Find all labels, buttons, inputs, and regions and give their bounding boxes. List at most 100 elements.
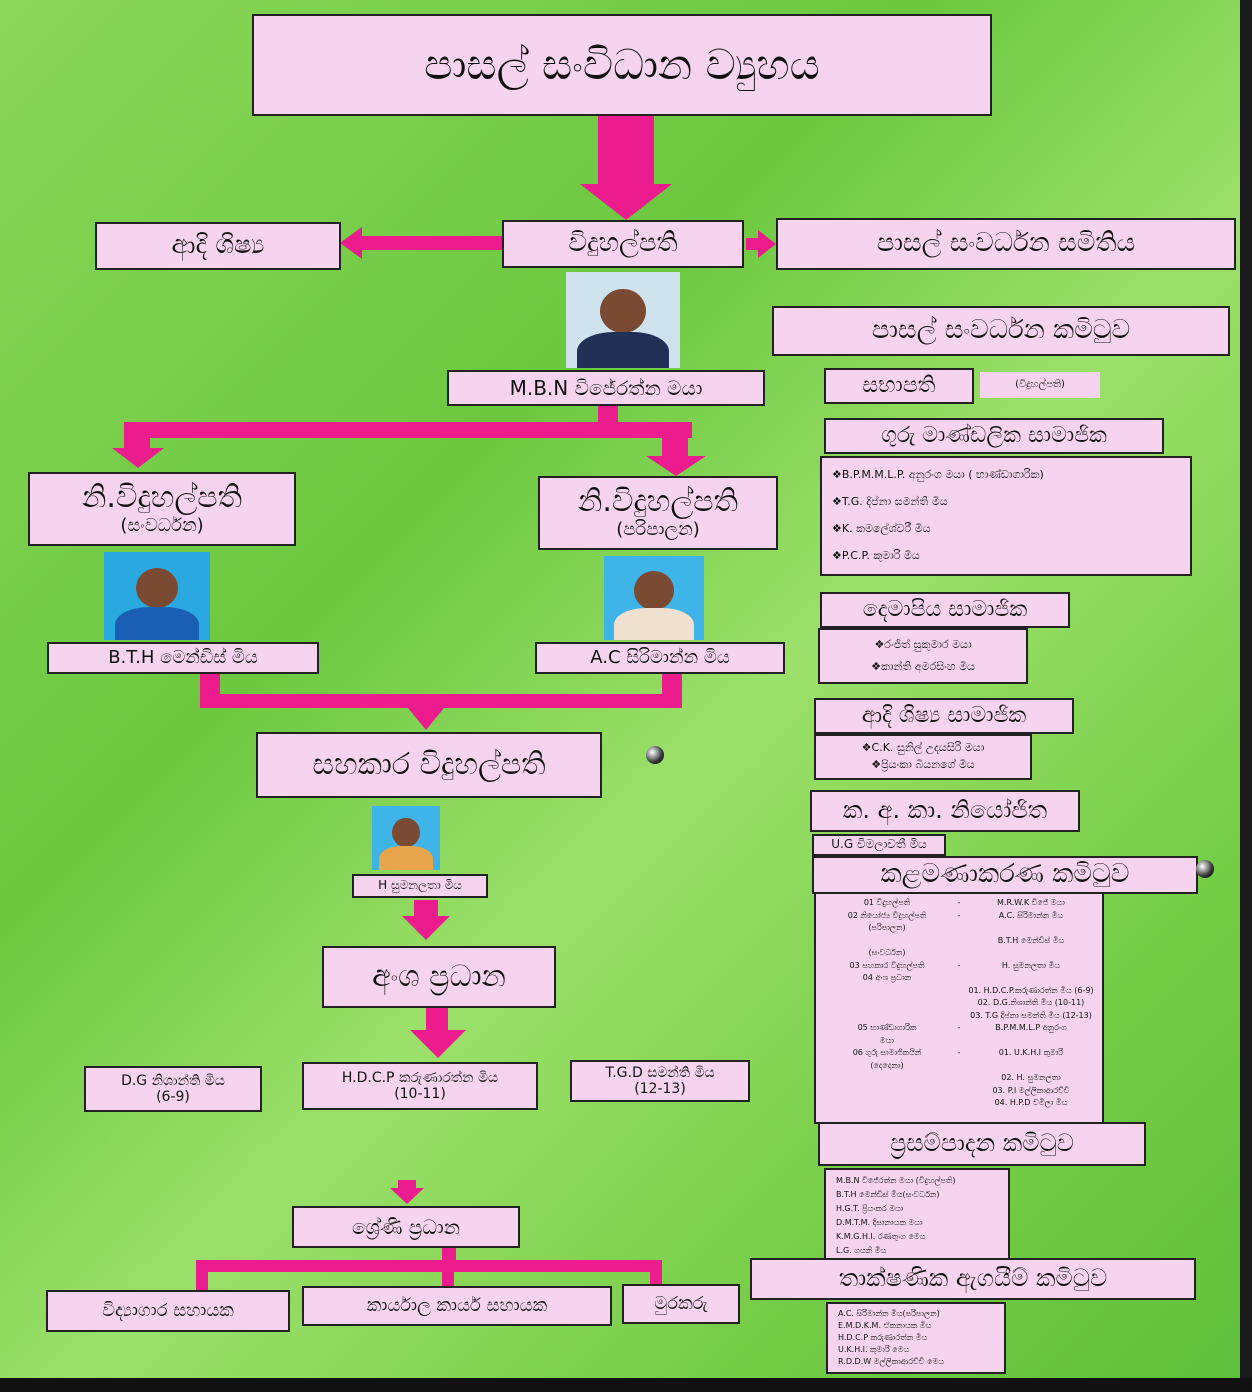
principal-name: M.B.N විජේරත්න මයා (447, 370, 765, 406)
management-row: 04. H.P.D චමිලා මිය (822, 1098, 1096, 1111)
management-row: 06 ගුරු සාමාජිකයින්-01. U.K.H.I කුමාරි (822, 1048, 1096, 1061)
arrow-head (340, 227, 362, 259)
management-row: 02. H. සුමනලතා (822, 1073, 1096, 1086)
connector (398, 1180, 416, 1190)
management-cell (952, 923, 966, 936)
management-cell: - (957, 910, 961, 920)
committee-member: L.G. ගයනි මිය (836, 1246, 887, 1256)
technical-committee-list: A.C. සිරිමාන්න මිය(පරිපාලන) E.M.D.K.M. ඒක… (826, 1302, 1006, 1374)
management-row: 05 භාණ්ඩාගාරික-B.P.M.M.L.P අනුරංග (822, 1023, 1096, 1036)
management-cell (966, 923, 1096, 936)
section-heads-box: අංශ ප්‍රධාන (322, 946, 556, 1008)
arrow-head (758, 230, 776, 258)
deputy-development-box: නි.විදුහල්පති (සංවර්ධන) (28, 472, 296, 546)
management-cell: B.T.H මෙන්ඩිස් මිය (997, 935, 1065, 945)
alumni-members-list: ❖C.K. සුනිල් උදයසිරි මයා ❖ප්‍රියංකා බියන… (814, 734, 1032, 780)
teacher-members-list: ❖B.P.M.M.L.P. අනුරංග මයා ( භාණ්ඩාගාරික) … (820, 456, 1192, 576)
connector (196, 1260, 208, 1290)
connector (442, 1248, 456, 1262)
deputy-development-name: B.T.H මෙන්ඩිස් මිය (47, 642, 319, 674)
deputy-subtitle: (පරිපාලන) (616, 518, 700, 540)
management-cell: 02 නියෝජ්‍ය විදුහල්පති (847, 910, 927, 920)
management-cell: 01. U.K.H.I කුමාරි (998, 1048, 1064, 1057)
management-cell (952, 998, 966, 1011)
management-row: 02 නියෝජ්‍ය විදුහල්පති-A.C. සිරිමාන්න මි… (822, 911, 1096, 924)
staff-lab-assistant: විද්‍යාගාර සහායක (46, 1290, 290, 1332)
management-cell: 02. D.G.නිශාන්ති මිය (10-11) (977, 998, 1085, 1007)
section-head-name: T.G.D සමන්ති මිය (605, 1064, 715, 1081)
management-row: (පරිපාලන) (822, 923, 1096, 936)
deputy-title: නි.විදුහල්පති (82, 480, 242, 516)
chair-label: සභාපති (824, 368, 974, 404)
management-cell: - (957, 960, 961, 970)
connector (650, 1260, 662, 1284)
management-committee-title: කළමණාකරණ කමිටුව (812, 856, 1198, 894)
management-cell: - (957, 1023, 961, 1032)
management-cell (952, 1011, 966, 1024)
management-cell: - (957, 898, 961, 907)
zonal-rep-name: U.G විමලාවතී මිය (812, 834, 946, 856)
management-cell (822, 1098, 952, 1111)
section-head-name: D.G නිශාන්ති මිය (121, 1072, 225, 1089)
connector-horizontal (196, 1260, 662, 1272)
arrow-head (402, 916, 450, 940)
connector (426, 1008, 448, 1032)
deputy-development-photo (104, 552, 210, 640)
committee-member: U.K.H.I. කුමාරි මෙය (838, 1345, 910, 1355)
management-cell (952, 973, 966, 986)
management-cell: M.R.W.K විජේ මයා (997, 898, 1065, 907)
pushpin (646, 746, 664, 764)
committee-member: D.M.T.M. දිසානායක මයා (836, 1218, 923, 1228)
committee-member: B.T.H මෙන්ඩිස් මිය(සංවර්ධන) (836, 1190, 940, 1200)
management-cell: 03. T.G දිප්නා සමන්ති මිය (12-13) (970, 1010, 1092, 1020)
management-cell (822, 986, 952, 999)
management-cell: 06 ගුරු සාමාජිකයින් (852, 1048, 922, 1057)
management-cell (822, 1073, 952, 1086)
committee-member: E.M.D.K.M. ඒකනායක මිය (838, 1321, 932, 1331)
arrow-head (408, 708, 444, 730)
staff-watcher: මුරකරු (622, 1284, 740, 1324)
arrow-head (646, 456, 706, 476)
management-cell: 02. H. සුමනලතා (1001, 1073, 1061, 1082)
management-cell (966, 1061, 1096, 1074)
committee-member: H.D.C.P කරුණාරත්න මිය (838, 1333, 928, 1343)
member-item: ❖T.G. දිප්නා සමන්ති මිය (832, 495, 948, 509)
arrow-head (112, 448, 164, 468)
management-row: 02. D.G.නිශාන්ති මිය (10-11) (822, 998, 1096, 1011)
principal-box: විදුහල්පති (502, 220, 744, 268)
management-cell: 01 විදුහල්පති (863, 898, 911, 907)
management-cell (952, 948, 966, 961)
committee-member: A.C. සිරිමාන්න මිය(පරිපාලන) (838, 1309, 940, 1319)
sdc-committee-title: පාසල් සංවර්ධන කමිටුව (772, 306, 1230, 356)
committee-member: M.B.N විජේරත්න මයා (විදුහල්පති) (836, 1176, 956, 1186)
committee-member: H.G.T. ප්‍රියංකර මයා (836, 1204, 904, 1214)
management-row: (සංවර්ධන) (822, 948, 1096, 961)
connector (662, 422, 688, 458)
management-cell (966, 973, 1096, 986)
member-item: ❖කාන්ති අමරසිංහ මිය (871, 659, 975, 673)
deputy-admin-box: නි.විදුහල්පති (පරිපාලන) (538, 476, 778, 550)
management-cell: (පරිපාලන) (868, 923, 906, 932)
arrow-head (580, 184, 672, 220)
section-head-card: H.D.C.P කරුණාරත්න මිය (10-11) (302, 1062, 538, 1110)
section-head-grades: (12-13) (634, 1081, 686, 1097)
alumni-members-title: ආදි ශිෂ්‍ය සාමාජික (814, 698, 1074, 734)
management-cell (952, 1061, 966, 1074)
board-edge (1240, 0, 1252, 1392)
management-row: 01 විදුහල්පති - M.R.W.K විජේ මයා (822, 898, 1096, 911)
management-committee-list: 01 විදුහල්පති - M.R.W.K විජේ මයා 02 නියෝජ්‍… (814, 892, 1104, 1124)
chair-value: (විදුහල්පති) (980, 372, 1100, 398)
member-item: ❖C.K. සුනිල් උදයසිරි මයා (861, 741, 985, 755)
board-bottom-edge (0, 1378, 1252, 1392)
assistant-photo (372, 806, 440, 870)
deputy-admin-photo (604, 556, 704, 640)
management-cell (952, 1098, 966, 1111)
member-item: ❖ප්‍රියංකා බියනගේ මිය (871, 758, 975, 772)
deputy-title: නි.විදුහල්පති (578, 484, 738, 520)
member-item: ❖K. කමලේශ්වරී මිය (832, 522, 931, 536)
section-head-card: D.G නිශාන්ති මිය (6-9) (84, 1066, 262, 1112)
management-cell (952, 936, 966, 949)
section-head-grades: (10-11) (394, 1086, 446, 1102)
management-cell: (සංවර්ධන) (868, 948, 906, 957)
management-row: 03. T.G දිප්නා සමන්ති මිය (12-13) (822, 1011, 1096, 1024)
